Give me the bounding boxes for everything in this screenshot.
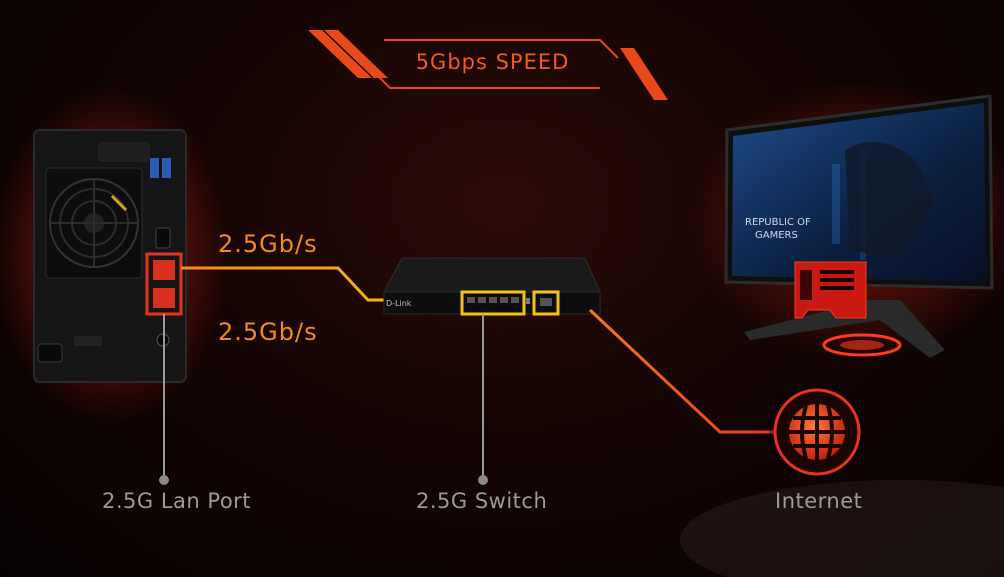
monitor-brand-line1: REPUBLIC OF (745, 217, 811, 228)
link-internet (588, 308, 785, 434)
fan-grill (45, 167, 143, 279)
speed-banner-title: 5Gbps SPEED (415, 50, 570, 74)
caption-switch: 2.5G Switch (416, 489, 548, 513)
caption-lan-port: 2.5G Lan Port (102, 489, 252, 513)
floor-haze (680, 480, 1004, 577)
switch-brand: D-Link (386, 299, 412, 308)
lan-ports (145, 252, 183, 316)
monitor-brand-line2: GAMERS (755, 230, 798, 241)
leader-lines (159, 314, 488, 485)
nas-device-icon (0, 85, 230, 425)
bottom-link-speed: 2.5Gb/s (218, 318, 318, 346)
top-link-speed: 2.5Gb/s (218, 230, 318, 258)
speed-banner-frame (308, 30, 668, 100)
globe-icon (769, 384, 865, 480)
caption-internet: Internet (775, 489, 863, 513)
network-switch-icon (383, 257, 601, 316)
network-card-icon (794, 261, 867, 319)
gaming-monitor-icon: REPUBLIC OF GAMERS (690, 80, 1004, 360)
